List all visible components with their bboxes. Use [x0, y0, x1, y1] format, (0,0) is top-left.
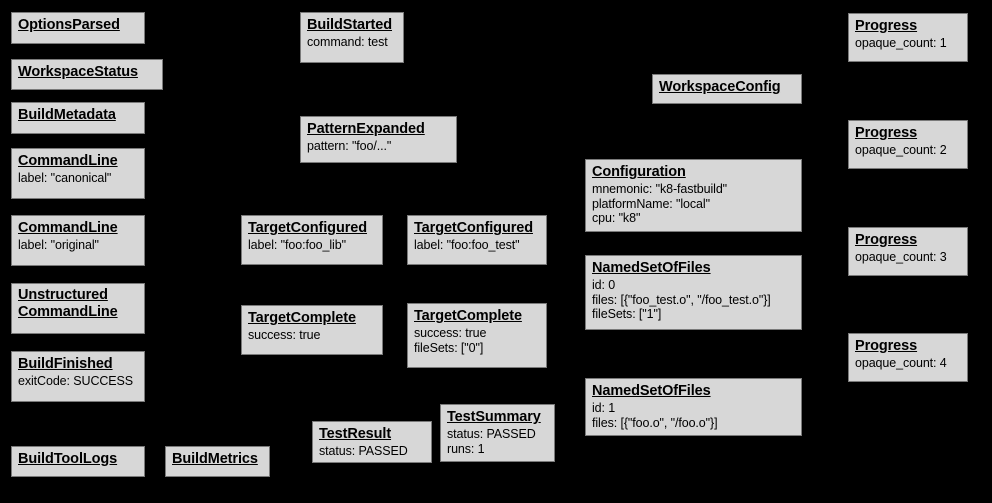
node-fields: label: "foo:foo_lib"	[248, 238, 376, 253]
node-field: status: PASSED	[447, 426, 536, 441]
node-title: TargetConfigured	[248, 220, 367, 236]
node-fields: exitCode: SUCCESS	[18, 374, 138, 389]
node-title: Progress	[855, 232, 918, 248]
node-fields: label: "original"	[18, 238, 138, 253]
node-title: TestResult	[319, 426, 392, 442]
node-fields: opaque_count: 3	[855, 250, 961, 265]
node-unstructured-command-line[interactable]: Unstructured CommandLine	[11, 283, 145, 334]
node-field: success: true	[248, 327, 321, 342]
node-build-tool-logs[interactable]: BuildToolLogs	[11, 446, 145, 477]
node-workspace-status[interactable]: WorkspaceStatus	[11, 59, 163, 90]
node-title: PatternExpanded	[307, 121, 425, 137]
node-title: TestSummary	[447, 409, 541, 425]
node-workspace-config[interactable]: WorkspaceConfig	[652, 74, 802, 104]
node-field: opaque_count: 1	[855, 35, 947, 50]
node-field: status: PASSED	[319, 443, 408, 458]
node-title: Unstructured CommandLine	[18, 287, 118, 320]
node-field: fileSets: ["0"]	[414, 340, 484, 355]
node-field: command: test	[307, 34, 388, 49]
node-field: pattern: "foo/..."	[307, 138, 392, 153]
node-title: NamedSetOfFiles	[592, 383, 711, 399]
node-field: label: "foo:foo_test"	[414, 237, 520, 252]
node-fields: label: "foo:foo_test"	[414, 238, 540, 253]
node-title: BuildMetadata	[18, 107, 116, 123]
node-title: BuildStarted	[307, 17, 393, 33]
node-options-parsed[interactable]: OptionsParsed	[11, 12, 145, 44]
node-title: WorkspaceStatus	[18, 64, 138, 80]
node-fields: label: "canonical"	[18, 171, 138, 186]
node-title: TargetComplete	[248, 310, 356, 326]
node-title: BuildToolLogs	[18, 451, 118, 467]
node-title: OptionsParsed	[18, 17, 120, 33]
node-fields: command: test	[307, 35, 397, 50]
node-title: Progress	[855, 18, 918, 34]
node-title: WorkspaceConfig	[659, 79, 781, 95]
node-fields: opaque_count: 1	[855, 36, 961, 51]
node-field: runs: 1	[447, 441, 485, 456]
node-fields: opaque_count: 2	[855, 143, 961, 158]
node-title: Progress	[855, 338, 918, 354]
node-title: Configuration	[592, 164, 686, 180]
node-field: opaque_count: 2	[855, 142, 947, 157]
node-field: label: "foo:foo_lib"	[248, 237, 346, 252]
node-title: CommandLine	[18, 220, 118, 236]
node-fields: mnemonic: "k8-fastbuild"platformName: "l…	[592, 182, 795, 226]
node-field: mnemonic: "k8-fastbuild"	[592, 181, 728, 196]
node-title: NamedSetOfFiles	[592, 260, 711, 276]
node-fields: status: PASSED	[319, 444, 425, 459]
node-field: opaque_count: 4	[855, 355, 947, 370]
node-field: label: "canonical"	[18, 170, 112, 185]
node-field: files: [{"foo_test.o", "/foo_test.o"}]	[592, 292, 771, 307]
node-field: cpu: "k8"	[592, 211, 641, 226]
node-field: files: [{"foo.o", "/foo.o"}]	[592, 415, 718, 430]
node-title: CommandLine	[18, 153, 118, 169]
node-field: platformName: "local"	[592, 196, 710, 211]
node-fields: opaque_count: 4	[855, 356, 961, 371]
node-field: success: true	[414, 325, 487, 340]
node-field: exitCode: SUCCESS	[18, 373, 134, 388]
node-field: id: 1	[592, 400, 616, 415]
node-fields: success: true	[248, 328, 376, 343]
node-field: fileSets: ["1"]	[592, 307, 662, 322]
node-fields: pattern: "foo/..."	[307, 139, 450, 154]
node-build-metrics[interactable]: BuildMetrics	[165, 446, 270, 477]
node-title: TargetConfigured	[414, 220, 533, 236]
node-title: Progress	[855, 125, 918, 141]
node-title: BuildFinished	[18, 356, 113, 372]
node-title: TargetComplete	[414, 308, 522, 324]
node-build-metadata[interactable]: BuildMetadata	[11, 102, 145, 134]
node-field: opaque_count: 3	[855, 249, 947, 264]
node-field: id: 0	[592, 277, 616, 292]
node-title: BuildMetrics	[172, 451, 258, 467]
node-field: label: "original"	[18, 237, 99, 252]
